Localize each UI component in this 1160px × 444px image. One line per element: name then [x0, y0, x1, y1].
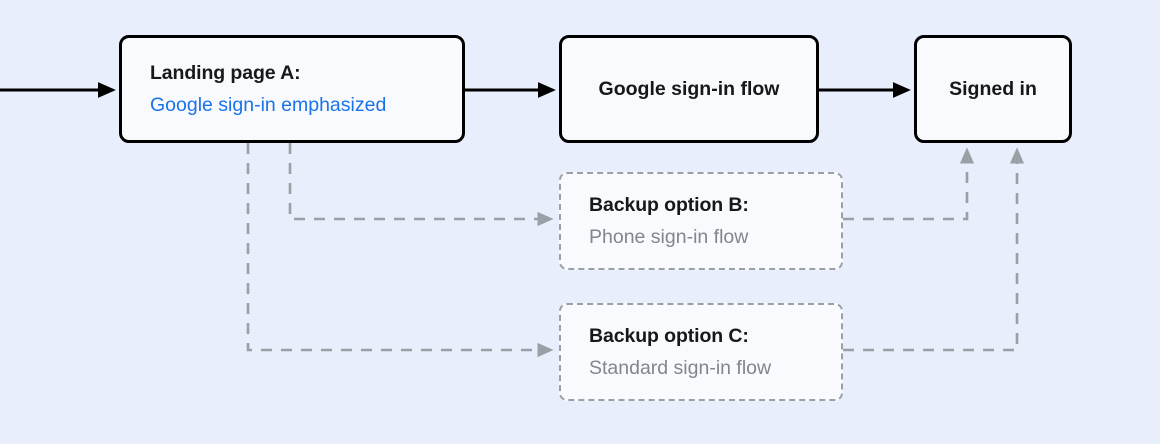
node-landing-page-a-subtitle: Google sign-in emphasized: [150, 93, 387, 116]
node-backup-option-b-subtitle: Phone sign-in flow: [589, 225, 749, 248]
node-google-sign-in-flow[interactable]: Google sign-in flow: [559, 35, 819, 143]
edge-landing-to-backup-c: [246, 143, 554, 358]
node-backup-option-b[interactable]: Backup option B: Phone sign-in flow: [559, 172, 843, 270]
node-backup-option-c-subtitle: Standard sign-in flow: [589, 356, 772, 379]
node-landing-page-a-title: Landing page A:: [150, 61, 301, 84]
node-landing-page-a[interactable]: Landing page A: Google sign-in emphasize…: [119, 35, 465, 143]
edge-landing-to-backup-b: [288, 143, 554, 227]
node-signed-in[interactable]: Signed in: [914, 35, 1072, 143]
node-backup-option-b-title: Backup option B:: [589, 193, 749, 216]
edge-backup-c-to-signed-in: [843, 147, 1025, 352]
edge-backup-b-to-signed-in: [843, 147, 975, 221]
node-google-sign-in-flow-title: Google sign-in flow: [598, 77, 780, 100]
node-signed-in-title: Signed in: [949, 77, 1037, 100]
node-backup-option-c[interactable]: Backup option C: Standard sign-in flow: [559, 303, 843, 401]
node-backup-option-c-title: Backup option C:: [589, 324, 749, 347]
